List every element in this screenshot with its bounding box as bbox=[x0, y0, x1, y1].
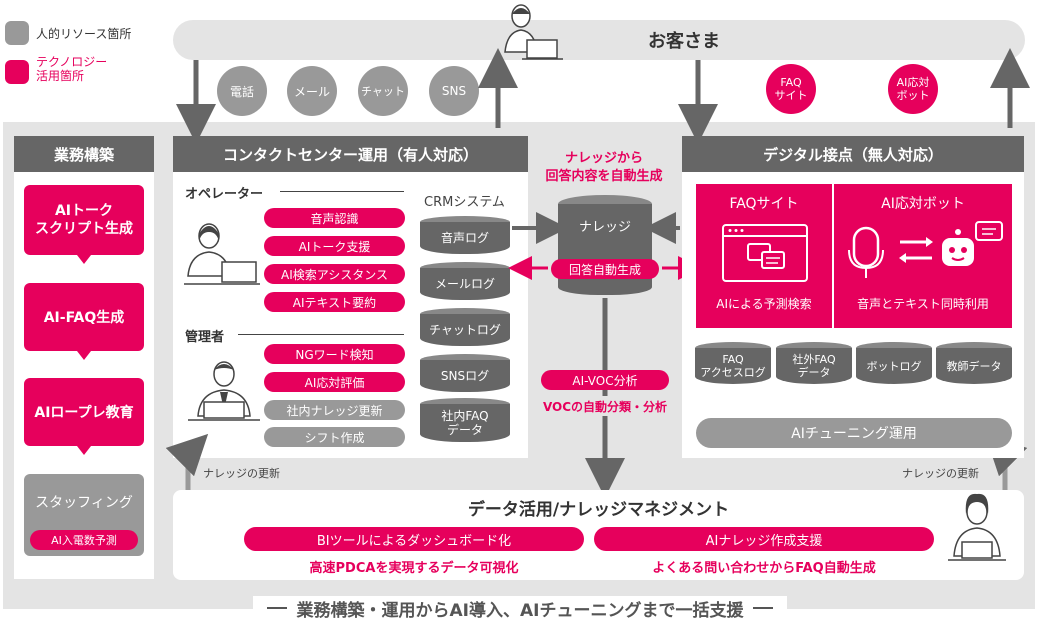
knowledge-update-left: ナレッジの更新 bbox=[203, 467, 280, 480]
channel-faq-site: FAQ サイト bbox=[766, 64, 816, 114]
left-item-roleplay: AIロープレ教育 bbox=[24, 378, 144, 446]
ai-bot-caption: 音声とテキスト同時利用 bbox=[857, 296, 989, 311]
digital-title: デジタル接点（無人対応） bbox=[682, 136, 1024, 172]
legend-tech-swatch bbox=[5, 60, 29, 84]
operator-item-search: AI検索アシスタンス bbox=[264, 264, 405, 284]
left-pointer-2 bbox=[77, 351, 91, 360]
bottom-person-icon bbox=[948, 493, 1006, 561]
ai-bot-box bbox=[834, 184, 1012, 328]
manager-item-shift: シフト作成 bbox=[264, 427, 405, 447]
legend-human-swatch bbox=[5, 21, 29, 45]
footer-caption: 業務構築・運用からAI導入、AIチューニングまで一括支援 bbox=[0, 594, 1040, 622]
top-arrows bbox=[176, 48, 1030, 144]
digital-db-external-faq: 社外FAQ データ bbox=[776, 342, 852, 384]
ai-knowledge-text: よくある問い合わせからFAQ自動生成 bbox=[652, 560, 876, 576]
ai-knowledge-badge: AIナレッジ作成支援 bbox=[594, 527, 934, 551]
knowledge-db: ナレッジ bbox=[558, 195, 652, 295]
manager-label: 管理者 bbox=[185, 330, 225, 345]
channel-mail: メール bbox=[287, 66, 337, 116]
channel-ai-bot: AI応対 ボット bbox=[888, 64, 938, 114]
operator-person-icon bbox=[184, 223, 260, 285]
crm-db-chat: チャットログ bbox=[420, 308, 510, 346]
left-pointer-1 bbox=[77, 255, 91, 264]
ai-tuning-bar: AIチューニング運用 bbox=[696, 418, 1012, 448]
operator-label: オペレーター bbox=[185, 187, 264, 202]
digital-db-bot-log: ボットログ bbox=[856, 342, 932, 384]
browser-chat-icon bbox=[722, 224, 808, 282]
left-staffing-label: スタッフィング bbox=[35, 495, 133, 511]
crm-label: CRMシステム bbox=[424, 195, 505, 210]
customer-bar: お客さま bbox=[173, 20, 1025, 60]
bi-tool-text: 高速PDCAを実現するデータ可視化 bbox=[309, 560, 519, 576]
knowledge-update-right: ナレッジの更新 bbox=[902, 467, 979, 480]
crm-db-voice: 音声ログ bbox=[420, 216, 510, 254]
knowledge-top-text: ナレッジから 回答内容を自動生成 bbox=[545, 151, 663, 184]
crm-db-internal-faq: 社内FAQ データ bbox=[420, 398, 510, 442]
channel-chat: チャット bbox=[358, 66, 408, 116]
digital-db-teacher: 教師データ bbox=[936, 342, 1012, 384]
channel-sns: SNS bbox=[429, 66, 479, 116]
digital-db-faq-access: FAQ アクセスログ bbox=[695, 342, 771, 384]
customer-person-icon bbox=[504, 4, 563, 60]
ai-bot-title: AI応対ボット bbox=[881, 196, 965, 212]
left-pointer-3 bbox=[77, 446, 91, 455]
operator-divider bbox=[280, 191, 404, 192]
crm-db-mail: メールログ bbox=[420, 262, 510, 300]
data-utilization-title: データ活用/ナレッジマネジメント bbox=[467, 499, 730, 520]
legend-human-label: 人的リソース箇所 bbox=[36, 27, 132, 41]
left-staffing-sub: AI入電数予測 bbox=[30, 530, 138, 550]
knowledge-badge: 回答自動生成 bbox=[551, 259, 659, 279]
manager-item-knowledge: 社内ナレッジ更新 bbox=[264, 400, 405, 420]
left-item-ai-faq: AI-FAQ生成 bbox=[24, 283, 144, 351]
operator-item-talk: AIトーク支援 bbox=[264, 236, 405, 256]
operator-item-speech: 音声認識 bbox=[264, 208, 405, 228]
crm-db-sns: SNSログ bbox=[420, 354, 510, 392]
contact-title: コンタクトセンター運用（有人対応） bbox=[173, 136, 528, 172]
manager-person-icon bbox=[188, 361, 260, 421]
voc-badge: AI-VOC分析 bbox=[541, 370, 669, 390]
operator-item-summary: AIテキスト要約 bbox=[264, 292, 405, 312]
manager-item-eval: AI応対評価 bbox=[264, 372, 405, 392]
mic-robot-icon bbox=[848, 221, 1003, 278]
faq-site-title: FAQサイト bbox=[729, 196, 799, 212]
customer-title: お客さま bbox=[648, 31, 720, 52]
manager-item-ng: NGワード検知 bbox=[264, 344, 405, 364]
legend-tech-label: テクノロジー 活用箇所 bbox=[36, 55, 108, 84]
manager-divider bbox=[238, 334, 404, 335]
bi-tool-badge: BIツールによるダッシュボード化 bbox=[244, 527, 584, 551]
left-item-talk-script: AIトーク スクリプト生成 bbox=[24, 185, 144, 255]
channel-phone: 電話 bbox=[217, 66, 267, 116]
voc-text: VOCの自動分類・分析 bbox=[530, 396, 680, 416]
footer-text: 業務構築・運用からAI導入、AIチューニングまで一括支援 bbox=[296, 600, 744, 621]
left-column-title: 業務構築 bbox=[14, 136, 154, 172]
faq-site-caption: AIによる予測検索 bbox=[716, 296, 812, 311]
